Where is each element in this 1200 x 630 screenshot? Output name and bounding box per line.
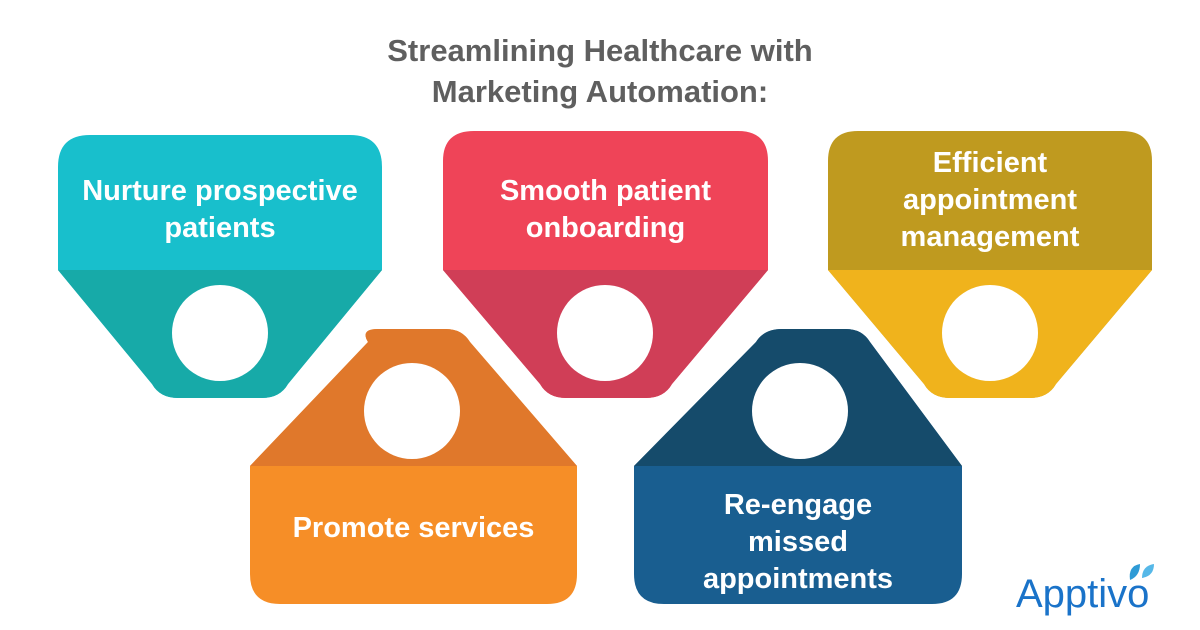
card-appointment-label: Efficient appointment management bbox=[828, 140, 1152, 260]
card-nurture-circle bbox=[172, 285, 268, 381]
card-appointment-line-2: appointment bbox=[903, 183, 1077, 216]
card-reengage-line-3: appointments bbox=[702, 562, 894, 595]
card-promote-line-1: Promote services bbox=[292, 511, 535, 544]
card-promote-label: Promote services bbox=[250, 500, 577, 556]
infographic-title: Streamlining Healthcare with Marketing A… bbox=[0, 30, 1200, 112]
title-line-2: Marketing Automation: bbox=[431, 74, 769, 109]
card-reengage-line-2: missed bbox=[748, 525, 848, 558]
card-reengage-shape bbox=[634, 329, 962, 604]
card-onboarding-circle bbox=[557, 285, 653, 381]
card-onboarding-line-2: onboarding bbox=[525, 212, 686, 244]
title-line-1: Streamlining Healthcare with bbox=[387, 33, 813, 68]
card-nurture-line-1: Nurture prospective bbox=[82, 175, 358, 207]
card-onboarding-label: Smooth patient onboarding bbox=[443, 160, 768, 260]
card-nurture-label: Nurture prospective patients bbox=[58, 160, 382, 260]
card-appointment-line-1: Efficient bbox=[932, 146, 1048, 179]
card-appointment-circle bbox=[942, 285, 1038, 381]
card-appointment-line-3: management bbox=[900, 220, 1080, 253]
card-reengage-line-1: Re-engage bbox=[723, 488, 873, 521]
logo-leaf-icon bbox=[1129, 564, 1154, 580]
card-promote-circle bbox=[364, 363, 460, 459]
card-promote-shape bbox=[250, 329, 577, 604]
apptivo-logo: Apptivo bbox=[1016, 572, 1150, 616]
card-appointment-shape bbox=[828, 131, 1152, 398]
card-onboarding-shape bbox=[443, 131, 768, 398]
card-reengage-label: Re-engage missed appointments bbox=[634, 482, 962, 602]
card-nurture-shape bbox=[58, 135, 382, 398]
card-onboarding-line-1: Smooth patient bbox=[499, 175, 712, 207]
card-reengage-circle bbox=[752, 363, 848, 459]
card-nurture-line-2: patients bbox=[164, 212, 276, 244]
